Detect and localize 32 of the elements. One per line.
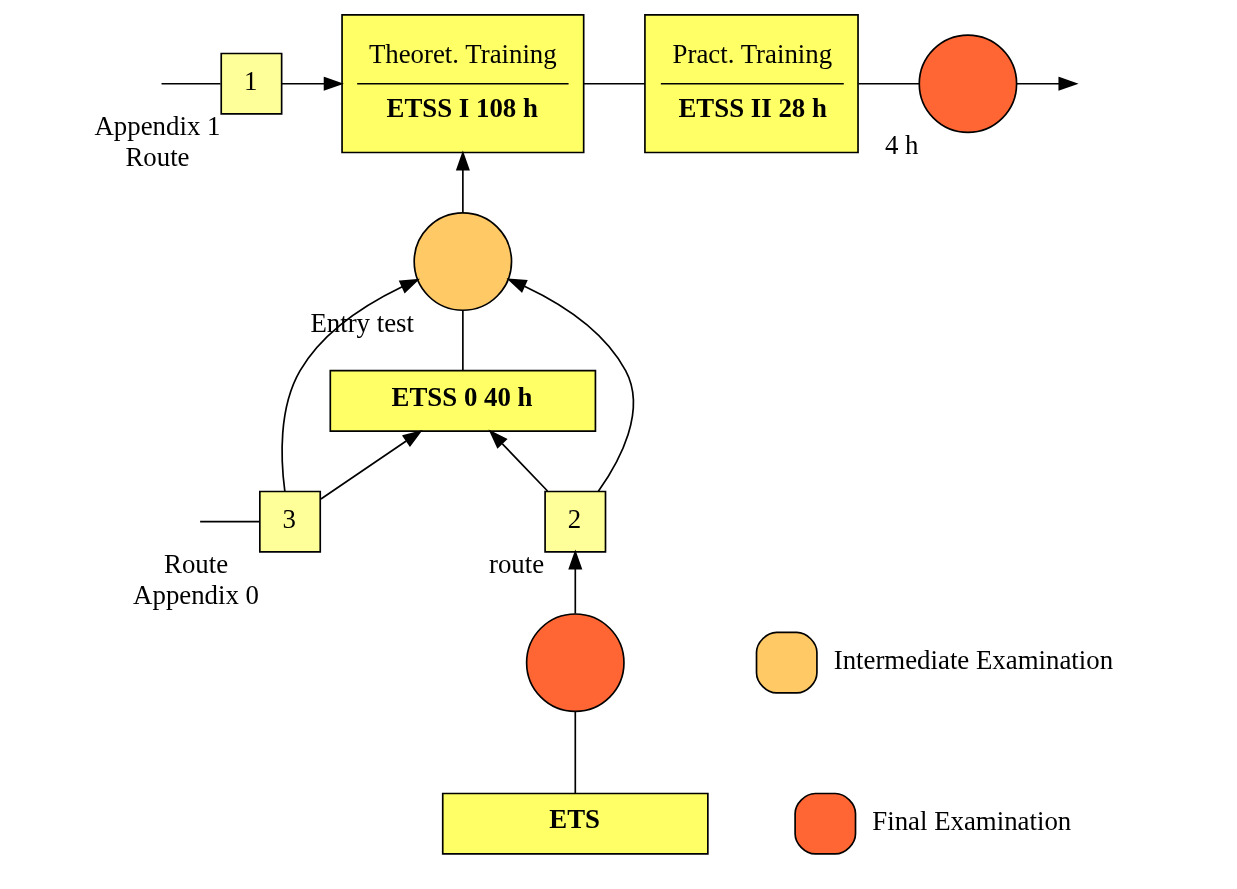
arrow	[281, 76, 344, 91]
connector	[574, 710, 577, 794]
arrow	[506, 278, 635, 493]
node-circle	[525, 613, 625, 713]
node-box: Pract. Training ETSS II 28 h	[644, 14, 859, 154]
node-box: 3	[259, 490, 322, 553]
arrow	[1016, 76, 1079, 91]
connector	[199, 520, 260, 523]
node-label: Appendix 1	[94, 111, 221, 142]
node-box: 1	[220, 52, 283, 115]
connector	[583, 82, 646, 85]
node-circle	[918, 34, 1018, 134]
arrow	[281, 278, 420, 493]
node-box: Theoret. Training ETSS I 108 h	[341, 14, 585, 154]
node-box: ETS	[441, 792, 709, 855]
arrow	[488, 429, 549, 492]
node-box: ETSS 0 40 h	[329, 369, 597, 432]
connector	[462, 309, 464, 372]
node-label: Appendix 0	[133, 579, 260, 610]
arrow	[320, 429, 423, 500]
arrow	[455, 150, 470, 214]
legend-label: Intermediate Examination	[833, 645, 1114, 676]
connector	[857, 82, 920, 85]
arrow	[568, 549, 583, 615]
node-label: Route	[125, 141, 190, 172]
node-label: 4 h	[884, 129, 919, 160]
legend-label: Final Examination	[872, 806, 1072, 837]
node-circle	[413, 212, 513, 312]
connector	[160, 82, 222, 85]
node-label: route	[489, 549, 545, 580]
node-label: Route	[164, 549, 229, 580]
node-box: 2	[544, 490, 607, 553]
